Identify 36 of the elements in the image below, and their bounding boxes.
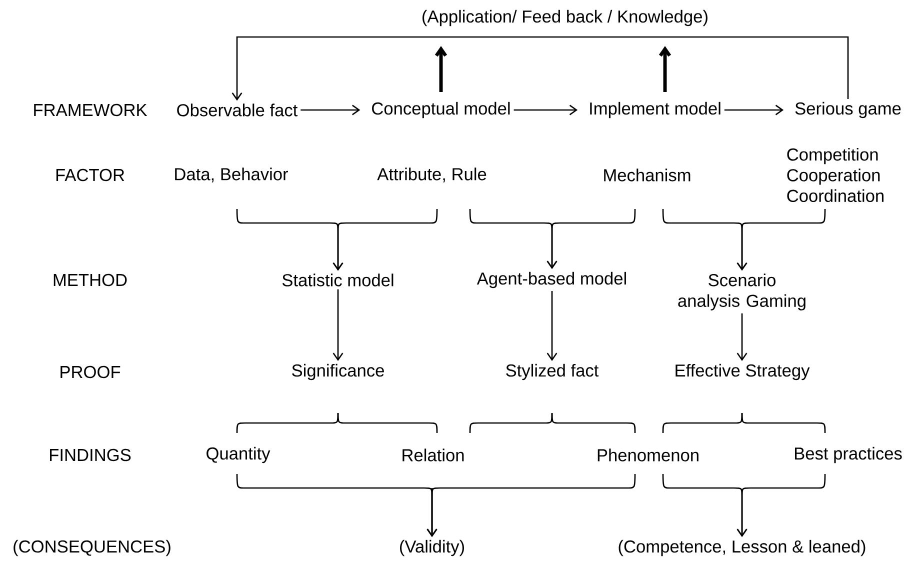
stage-text: Significance: [292, 364, 384, 380]
stage-text: Best practices: [795, 446, 902, 464]
stage-text: Competition Cooperation Coordination: [787, 148, 884, 202]
stage-text: Data, Behavior: [175, 168, 288, 182]
stage-text: Scenario analysis Gaming: [678, 274, 806, 310]
row-label: PROOF: [60, 366, 120, 378]
arrow: [724, 104, 784, 116]
arrow: [658, 46, 672, 92]
stage-text: Phenomenon: [598, 448, 698, 462]
stage-text: Agent-based model: [476, 272, 626, 288]
stage-text: (Competence, Lesson & leaned): [618, 540, 866, 556]
edge-label: (Application/ Feed back / Knowledge): [420, 8, 710, 28]
stage-text: Relation: [402, 448, 464, 462]
stage-text: Statistic model: [282, 274, 394, 286]
stage-text: Effective Strategy: [676, 364, 810, 380]
row-label: (CONSEQUENCES): [14, 540, 170, 556]
row-label: FACTOR: [56, 168, 124, 182]
stage-text: Implement model: [590, 102, 720, 118]
stage-text: Observable fact: [177, 104, 298, 116]
stage-text: Conceptual model: [372, 102, 510, 118]
arrow: [514, 104, 578, 116]
stage-text: Quantity: [206, 446, 270, 464]
stage-text: Attribute, Rule: [377, 168, 486, 182]
row-label: METHOD: [54, 274, 127, 286]
arrow: [300, 104, 360, 116]
stage-text: Mechanism: [604, 168, 690, 182]
arrow: [736, 313, 748, 361]
arrow: [332, 289, 344, 361]
stage-text: Serious game: [795, 102, 901, 118]
row-label: FINDINGS: [50, 448, 131, 462]
arrow: [546, 291, 558, 361]
stage-text: (Validity): [400, 540, 464, 556]
feedback-arrow: [232, 36, 849, 101]
arrow: [434, 46, 448, 92]
stage-text: Stylized fact: [506, 364, 599, 380]
row-label: FRAMEWORK: [34, 104, 148, 116]
